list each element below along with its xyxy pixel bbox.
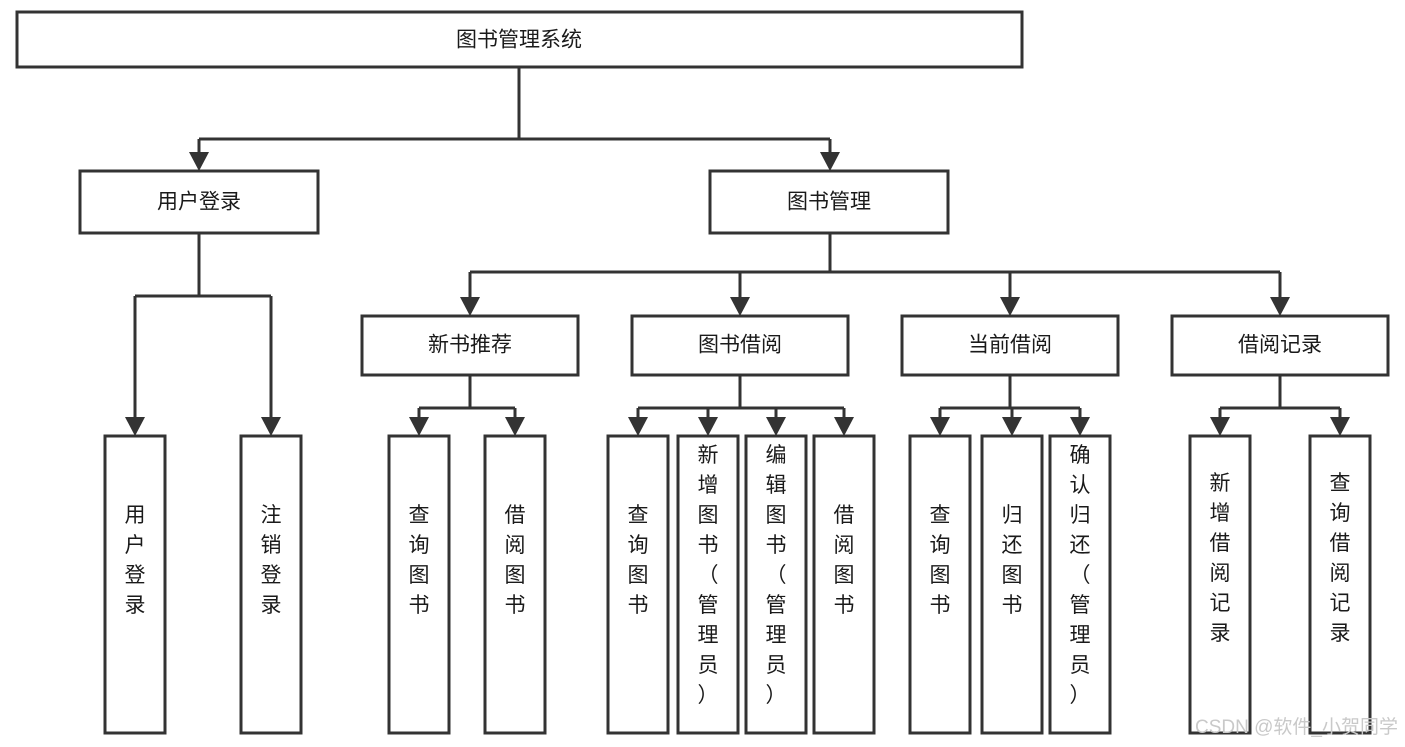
node-leaf-add-book[interactable]: 新增图书（管理员）: [676, 434, 740, 735]
node-leaf-add-record-label: 新增借阅记录: [1210, 472, 1231, 645]
node-leaf-return-book-box[interactable]: [980, 434, 1044, 735]
arrowhead-leaf-query-book-rec: [409, 417, 429, 436]
node-leaf-query-book-borrow-box[interactable]: [606, 434, 670, 735]
node-leaf-query-book-cur-box[interactable]: [908, 434, 972, 735]
arrowhead-leaf-add-record: [1210, 417, 1230, 436]
node-leaf-edit-book-box[interactable]: [744, 434, 808, 735]
node-leaf-query-book-cur-label: 查询图书: [930, 504, 951, 617]
node-book-borrow-label: 图书借阅: [698, 334, 782, 357]
node-leaf-user-logout[interactable]: 注销登录: [239, 434, 303, 735]
node-leaf-user-login-label: 用户登录: [125, 504, 146, 617]
node-new-book-rec-label: 新书推荐: [428, 334, 512, 357]
node-borrow-record-label: 借阅记录: [1238, 334, 1322, 357]
node-leaf-query-book-rec[interactable]: 查询图书: [387, 434, 451, 735]
connector-layer: [125, 67, 1350, 436]
node-current-borrow-label: 当前借阅: [968, 334, 1052, 357]
csdn-watermark: CSDN @软件_小贺同学: [1195, 716, 1398, 738]
arrowhead-book-manage: [820, 152, 840, 171]
node-leaf-user-logout-label: 注销登录: [261, 504, 282, 617]
node-leaf-query-book-rec-label: 查询图书: [409, 504, 430, 617]
arrowhead-leaf-user-login: [125, 417, 145, 436]
node-user-login[interactable]: 用户登录: [78, 169, 320, 235]
node-leaf-add-book-label: 新增图书（管理员）: [698, 444, 719, 707]
arrowhead-leaf-borrow-book-rec: [505, 417, 525, 436]
arrowhead-leaf-query-book-cur: [930, 417, 950, 436]
node-leaf-return-book[interactable]: 归还图书: [980, 434, 1044, 735]
node-leaf-query-record[interactable]: 查询借阅记录: [1308, 434, 1372, 735]
node-leaf-query-book-borrow-label: 查询图书: [628, 504, 649, 617]
node-user-login-box[interactable]: [78, 169, 320, 235]
arrowhead-new-book-rec: [460, 297, 480, 316]
node-book-borrow-box[interactable]: [630, 314, 850, 377]
node-user-login-label: 用户登录: [157, 191, 241, 214]
node-book-borrow[interactable]: 图书借阅: [630, 314, 850, 377]
arrowhead-leaf-query-book-borrow: [628, 417, 648, 436]
node-leaf-return-book-label: 归还图书: [1002, 504, 1023, 617]
node-leaf-query-book-borrow[interactable]: 查询图书: [606, 434, 670, 735]
node-leaf-edit-book-label: 编辑图书（管理员）: [766, 444, 787, 707]
node-leaf-add-record[interactable]: 新增借阅记录: [1188, 434, 1252, 735]
node-leaf-user-logout-box[interactable]: [239, 434, 303, 735]
node-leaf-confirm-return-label: 确认归还（管理员）: [1070, 444, 1091, 707]
node-leaf-query-book-rec-box[interactable]: [387, 434, 451, 735]
node-root-label: 图书管理系统: [456, 29, 582, 52]
node-leaf-borrow-book[interactable]: 借阅图书: [812, 434, 876, 735]
arrowhead-leaf-borrow-book: [834, 417, 854, 436]
node-new-book-rec-box[interactable]: [360, 314, 580, 377]
arrowhead-borrow-record: [1270, 297, 1290, 316]
node-root[interactable]: 图书管理系统: [15, 10, 1024, 69]
node-leaf-add-record-box[interactable]: [1188, 434, 1252, 735]
arrowhead-leaf-confirm-return: [1070, 417, 1090, 436]
node-new-book-rec[interactable]: 新书推荐: [360, 314, 580, 377]
arrowhead-leaf-return-book: [1002, 417, 1022, 436]
arrowhead-user-login: [189, 152, 209, 171]
node-book-manage-label: 图书管理: [787, 191, 871, 214]
node-leaf-add-book-box[interactable]: [676, 434, 740, 735]
node-leaf-borrow-book-rec-label: 借阅图书: [505, 504, 526, 617]
node-book-manage[interactable]: 图书管理: [708, 169, 950, 235]
node-leaf-query-book-cur[interactable]: 查询图书: [908, 434, 972, 735]
node-leaf-user-login-box[interactable]: [103, 434, 167, 735]
node-leaf-borrow-book-box[interactable]: [812, 434, 876, 735]
arrowhead-leaf-user-logout: [261, 417, 281, 436]
node-current-borrow-box[interactable]: [900, 314, 1120, 377]
node-book-manage-box[interactable]: [708, 169, 950, 235]
node-leaf-borrow-book-rec-box[interactable]: [483, 434, 547, 735]
arrowhead-current-borrow: [1000, 297, 1020, 316]
node-borrow-record[interactable]: 借阅记录: [1170, 314, 1390, 377]
node-leaf-edit-book[interactable]: 编辑图书（管理员）: [744, 434, 808, 735]
node-borrow-record-box[interactable]: [1170, 314, 1390, 377]
arrowhead-leaf-add-book: [698, 417, 718, 436]
arrowhead-book-borrow: [730, 297, 750, 316]
arrowhead-leaf-edit-book: [766, 417, 786, 436]
node-leaf-user-login[interactable]: 用户登录: [103, 434, 167, 735]
node-leaf-borrow-book-label: 借阅图书: [834, 504, 855, 617]
node-current-borrow[interactable]: 当前借阅: [900, 314, 1120, 377]
node-leaf-query-record-box[interactable]: [1308, 434, 1372, 735]
node-root-box[interactable]: [15, 10, 1024, 69]
node-leaf-confirm-return[interactable]: 确认归还（管理员）: [1048, 434, 1112, 735]
node-leaf-confirm-return-box[interactable]: [1048, 434, 1112, 735]
node-leaf-query-record-label: 查询借阅记录: [1330, 472, 1351, 645]
arrowhead-leaf-query-record: [1330, 417, 1350, 436]
node-leaf-borrow-book-rec[interactable]: 借阅图书: [483, 434, 547, 735]
